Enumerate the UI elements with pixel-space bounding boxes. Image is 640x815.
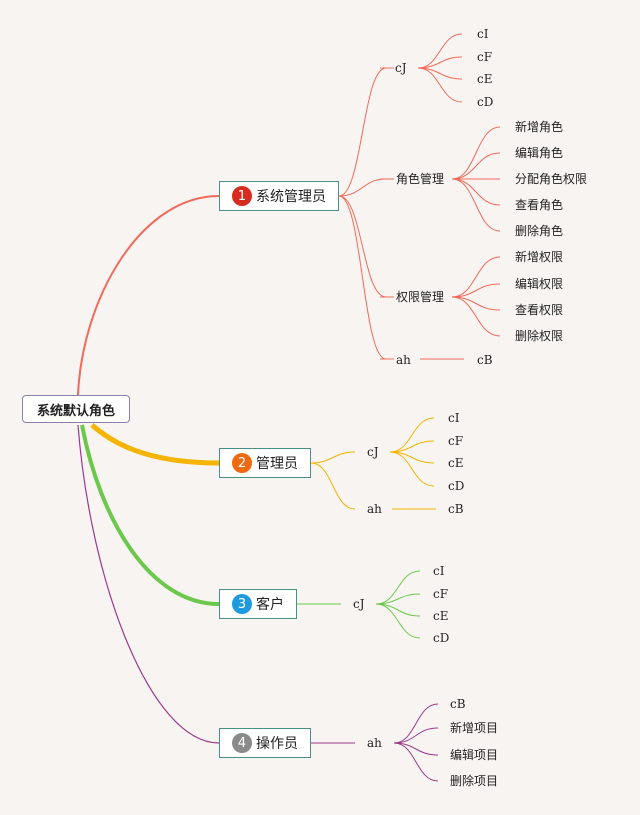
branch-connector: [310, 462, 356, 510]
leaf-node[interactable]: cB: [448, 502, 464, 516]
branch-node-admin[interactable]: 2 管理员: [219, 448, 311, 478]
leaf-connector: [451, 283, 501, 298]
leaf-node[interactable]: cF: [477, 50, 493, 64]
sub-node[interactable]: cJ: [353, 597, 365, 611]
sub-node[interactable]: 角色管理: [396, 172, 445, 186]
number-badge: 4: [232, 733, 252, 753]
leaf-connector: [393, 742, 439, 782]
root-label: 系统默认角色: [36, 403, 115, 419]
root-connector: [90, 423, 220, 466]
leaf-node[interactable]: cD: [448, 479, 465, 493]
sub-node[interactable]: 权限管理: [396, 290, 445, 304]
leaf-connector: [389, 440, 435, 453]
leaf-connector: [417, 56, 463, 69]
branch-node-operator[interactable]: 4 操作员: [219, 728, 311, 758]
sub-node[interactable]: ah: [367, 736, 382, 750]
branch-connector: [310, 451, 356, 464]
sub-node[interactable]: ah: [367, 502, 382, 516]
leaf-node[interactable]: 新增权限: [515, 250, 564, 264]
leaf-node[interactable]: cE: [448, 456, 464, 470]
leaf-node[interactable]: cF: [433, 587, 449, 601]
leaf-connector: [451, 256, 501, 298]
leaf-node[interactable]: cI: [477, 27, 489, 41]
leaf-node[interactable]: 分配角色权限: [515, 172, 588, 186]
leaf-node[interactable]: cI: [448, 411, 460, 425]
leaf-node[interactable]: 删除项目: [450, 774, 499, 788]
leaf-node[interactable]: cE: [477, 72, 493, 86]
root-connector: [77, 424, 220, 744]
sub-node[interactable]: cJ: [395, 61, 407, 75]
branch-label: 系统管理员: [256, 189, 326, 205]
leaf-connector: [375, 593, 421, 605]
leaf-connector: [451, 126, 501, 180]
leaf-node[interactable]: cD: [433, 631, 450, 645]
leaf-node[interactable]: 新增角色: [515, 120, 564, 134]
leaf-connector: [451, 178, 501, 206]
leaf-connector: [389, 417, 435, 453]
sub-node[interactable]: ah: [396, 353, 411, 367]
leaf-node[interactable]: 编辑权限: [515, 277, 564, 291]
branch-connector: [338, 67, 387, 197]
branch-connector: [338, 195, 387, 360]
leaf-connector: [375, 570, 421, 605]
number-badge: 3: [232, 594, 252, 614]
leaf-node[interactable]: 新增项目: [450, 721, 499, 735]
leaf-node[interactable]: 查看角色: [515, 198, 564, 212]
leaf-connector: [393, 727, 439, 744]
leaf-node[interactable]: 编辑项目: [450, 748, 499, 762]
leaf-connector: [451, 296, 501, 311]
leaf-node[interactable]: cD: [477, 95, 494, 109]
number-badge: 2: [232, 453, 252, 473]
leaf-node[interactable]: cE: [433, 609, 449, 623]
leaf-connector: [451, 152, 501, 180]
leaf-node[interactable]: 删除角色: [515, 224, 564, 238]
number-badge: 1: [232, 186, 252, 206]
leaf-node[interactable]: cI: [433, 564, 445, 578]
branch-label: 客户: [256, 597, 284, 613]
leaf-node[interactable]: cB: [450, 697, 466, 711]
leaf-node[interactable]: 删除权限: [515, 329, 564, 343]
branch-node-customer[interactable]: 3 客户: [219, 589, 297, 619]
leaf-connector: [375, 603, 421, 617]
leaf-connector: [451, 296, 501, 337]
leaf-connector: [389, 451, 435, 487]
branch-connector: [338, 178, 387, 197]
sub-node[interactable]: cJ: [367, 445, 379, 459]
leaf-node[interactable]: 编辑角色: [515, 146, 564, 160]
root-connector: [80, 424, 220, 606]
leaf-node[interactable]: cF: [448, 434, 464, 448]
leaf-node[interactable]: 查看权限: [515, 303, 564, 317]
leaf-connector: [417, 33, 463, 69]
leaf-connector: [393, 703, 439, 744]
leaf-connector: [417, 67, 463, 103]
leaf-node[interactable]: cB: [477, 353, 493, 367]
branch-label: 管理员: [256, 456, 298, 472]
branch-label: 操作员: [256, 736, 298, 752]
branch-node-system-admin[interactable]: 1 系统管理员: [219, 181, 339, 211]
leaf-connector: [375, 603, 421, 639]
branch-connector: [338, 195, 387, 298]
root-connector: [77, 195, 220, 396]
root-node[interactable]: 系统默认角色: [22, 395, 130, 423]
leaf-connector: [451, 178, 501, 232]
